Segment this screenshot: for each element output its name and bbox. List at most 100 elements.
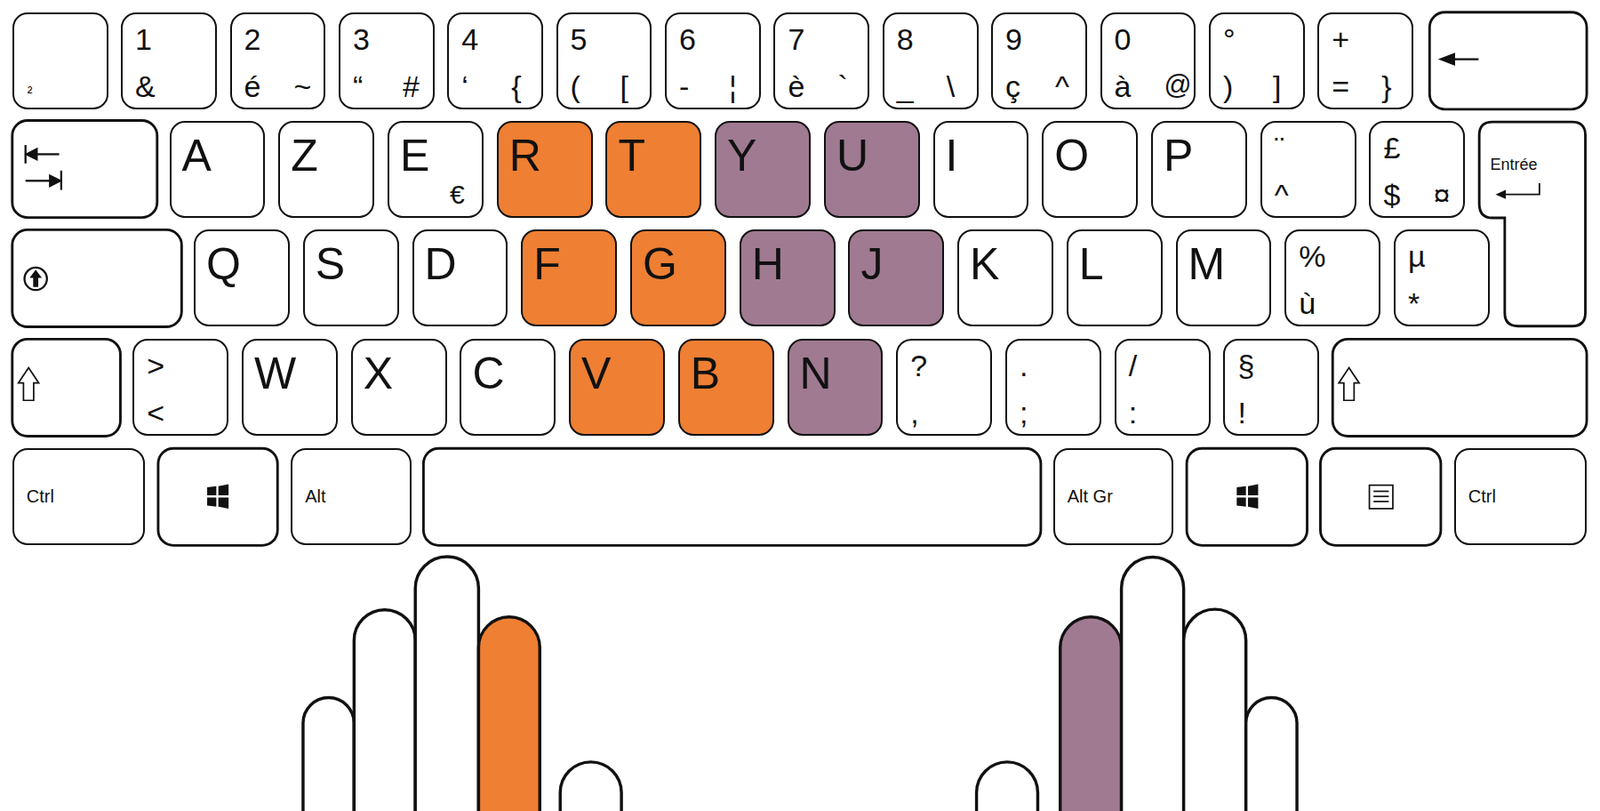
keyboard-key: µ* <box>1393 229 1490 327</box>
enter-key-outline <box>1478 120 1587 328</box>
key-legend: N <box>800 351 832 396</box>
key-legend: ç <box>1005 71 1021 102</box>
key-legend: , <box>910 397 919 428</box>
shift-key <box>1332 338 1587 436</box>
key-legend: O <box>1054 133 1089 178</box>
key-legend: ² <box>27 85 33 101</box>
key-legend: ~ <box>294 71 312 102</box>
keyboard-key: K <box>957 229 1054 327</box>
keyboard-key: P <box>1151 120 1248 218</box>
keyboard-key: U <box>824 120 920 218</box>
key-legend: è <box>787 71 805 102</box>
keyboard-key: C <box>459 338 556 436</box>
key-legend: K <box>969 241 1000 287</box>
keyboard-key: Alt <box>290 448 412 545</box>
key-legend: ; <box>1019 397 1028 428</box>
key-legend: X <box>363 351 393 396</box>
key-legend: 5 <box>570 24 588 55</box>
key-legend: 6 <box>679 24 696 55</box>
key-legend: Ctrl <box>26 487 55 505</box>
keyboard-key: °)] <box>1208 12 1305 110</box>
windows-key <box>1186 448 1307 545</box>
key-legend: Z <box>290 133 319 178</box>
shift-icon <box>1338 368 1360 401</box>
key-legend: C <box>472 351 504 396</box>
keyboard-key: G <box>630 229 727 327</box>
key-legend: > <box>146 350 165 381</box>
index-finger <box>1060 616 1122 811</box>
key-legend: = <box>1331 71 1350 102</box>
key-legend: & <box>135 71 156 102</box>
keyboard-key: 9ç^ <box>991 12 1088 110</box>
keyboard-key: F <box>520 229 617 327</box>
key-legend: 8 <box>896 24 914 55</box>
key-legend: - <box>679 71 689 102</box>
finger <box>303 697 354 811</box>
index-finger <box>478 616 540 811</box>
key-legend: D <box>424 241 457 287</box>
windows-logo <box>1236 483 1258 509</box>
key-legend: $ <box>1383 179 1400 210</box>
shift-key <box>12 338 121 436</box>
key-legend: B <box>690 351 720 396</box>
key-legend: é <box>244 71 262 102</box>
key-legend: ` <box>837 71 848 102</box>
key-legend: Alt Gr <box>1067 487 1113 505</box>
tab-key <box>12 120 158 218</box>
keyboard-key: 3“# <box>338 12 435 110</box>
key-legend: U <box>836 133 869 178</box>
finger <box>1121 557 1184 811</box>
finger <box>353 609 416 811</box>
key-legend: ¤ <box>1432 179 1450 210</box>
finger <box>1246 697 1297 811</box>
keyboard-key: E€ <box>387 120 484 218</box>
keyboard-key: Y <box>714 120 811 218</box>
key-legend: € <box>449 181 465 208</box>
key-legend: H <box>752 241 784 287</box>
key-legend: S <box>315 241 345 287</box>
key-legend: V <box>581 351 611 396</box>
keyboard-key: Alt Gr <box>1053 448 1175 545</box>
key-legend: < <box>146 397 165 428</box>
keyboard-key: Z <box>278 120 375 218</box>
keyboard-key: M <box>1176 229 1272 327</box>
key-legend: M <box>1188 241 1226 287</box>
key-legend: A <box>182 133 212 178</box>
keyboard-key: /: <box>1114 338 1211 436</box>
keyboard-key: V <box>568 338 665 436</box>
key-legend: ¦ <box>728 71 737 102</box>
key-legend: Ctrl <box>1468 487 1496 505</box>
key-legend: Entrée <box>1489 156 1537 173</box>
keyboard-key: O <box>1041 120 1138 218</box>
finger <box>1184 608 1247 811</box>
keyboard-key: S <box>303 229 400 327</box>
keyboard-key: 2é~ <box>230 12 327 110</box>
shift-icon <box>18 368 40 401</box>
key-legend: T <box>617 133 646 178</box>
key-legend: L <box>1079 241 1104 287</box>
keyboard-key: 1& <box>120 12 217 110</box>
keyboard-key: Ctrl <box>12 448 145 545</box>
key-legend: } <box>1381 71 1392 102</box>
key-legend: R <box>509 133 542 178</box>
space-key <box>423 448 1041 545</box>
keyboard-key: .; <box>1005 338 1102 436</box>
keyboard-key: 8_\ <box>882 12 979 110</box>
keyboard-key: Ctrl <box>1454 448 1587 545</box>
return-arrow <box>1496 189 1506 199</box>
key-legend: . <box>1019 350 1028 381</box>
key-legend: \ <box>946 71 955 102</box>
key-legend: : <box>1128 397 1137 428</box>
key-legend: ! <box>1237 397 1246 428</box>
keyboard-key: H <box>739 229 836 327</box>
capslock-icon <box>24 267 48 290</box>
thumb <box>976 761 1039 811</box>
menu-key <box>1320 448 1440 545</box>
keyboard-key: £$¤ <box>1368 120 1465 218</box>
keyboard-key: J <box>848 229 944 327</box>
capslock-icon <box>29 269 42 288</box>
key-legend: / <box>1128 350 1137 381</box>
keyboard-key: %ù <box>1284 229 1381 327</box>
key-legend: G <box>642 241 678 287</box>
keyboard-key: ² <box>12 12 109 110</box>
